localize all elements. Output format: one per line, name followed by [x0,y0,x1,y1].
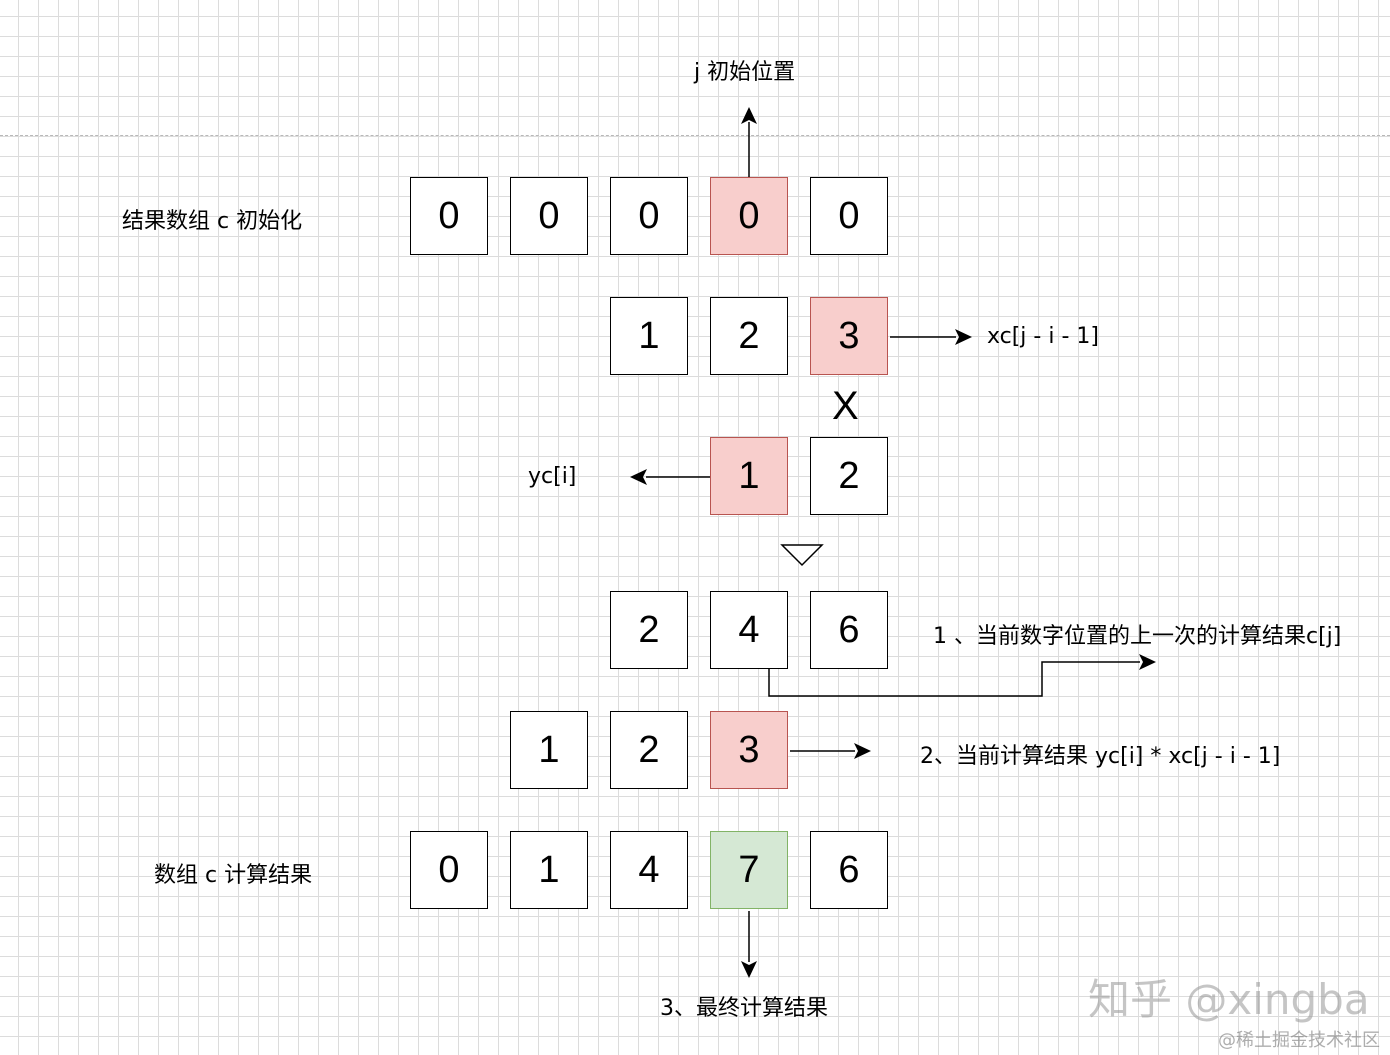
xc-cell: 2 [710,297,788,375]
current-product-cell: 1 [510,711,588,789]
prev-result-cell: 2 [610,591,688,669]
arrow-down-to-step3 [741,911,757,978]
step2-label: 2、当前计算结果 yc[i] * xc[j - i - 1] [920,744,1281,769]
prev-result-cell: 6 [810,591,888,669]
c-init-cell: 0 [610,177,688,255]
divider-line [0,135,1390,136]
j-initial-position-label: j 初始位置 [694,60,796,85]
yc-cell-highlighted: 1 [710,437,788,515]
arrow-right-to-step2 [790,743,871,759]
arrow-left-to-yc-label [630,469,710,485]
xc-cell: 1 [610,297,688,375]
watermark-main: 知乎 @xingba [1088,975,1370,1024]
arrow-up-to-j-label [741,107,757,177]
yc-reference-label: yc[i] [528,464,577,489]
c-init-cell: 0 [410,177,488,255]
current-product-cell-highlighted: 3 [710,711,788,789]
step1-label: 1 、当前数字位置的上一次的计算结果c[j] [933,624,1342,649]
result-cell-final: 7 [710,831,788,909]
c-init-cell-highlighted: 0 [710,177,788,255]
result-cell: 1 [510,831,588,909]
result-cell: 6 [810,831,888,909]
arrow-elbow-to-step1 [768,654,1156,697]
step3-label: 3、最终计算结果 [660,996,828,1021]
c-init-cell: 0 [510,177,588,255]
current-product-cell: 2 [610,711,688,789]
xc-cell-highlighted: 3 [810,297,888,375]
prev-result-cell: 4 [710,591,788,669]
result-cell: 0 [410,831,488,909]
xc-reference-label: xc[j - i - 1] [987,324,1099,349]
down-triangle-icon [780,544,824,567]
watermark-sub: @稀土掘金技术社区 [1218,1030,1380,1051]
multiply-sign: X [832,384,859,428]
result-cell: 4 [610,831,688,909]
c-result-label: 数组 c 计算结果 [154,863,313,888]
c-init-cell: 0 [810,177,888,255]
arrow-right-to-xc-label [890,329,972,345]
yc-cell: 2 [810,437,888,515]
c-init-label: 结果数组 c 初始化 [122,209,303,234]
